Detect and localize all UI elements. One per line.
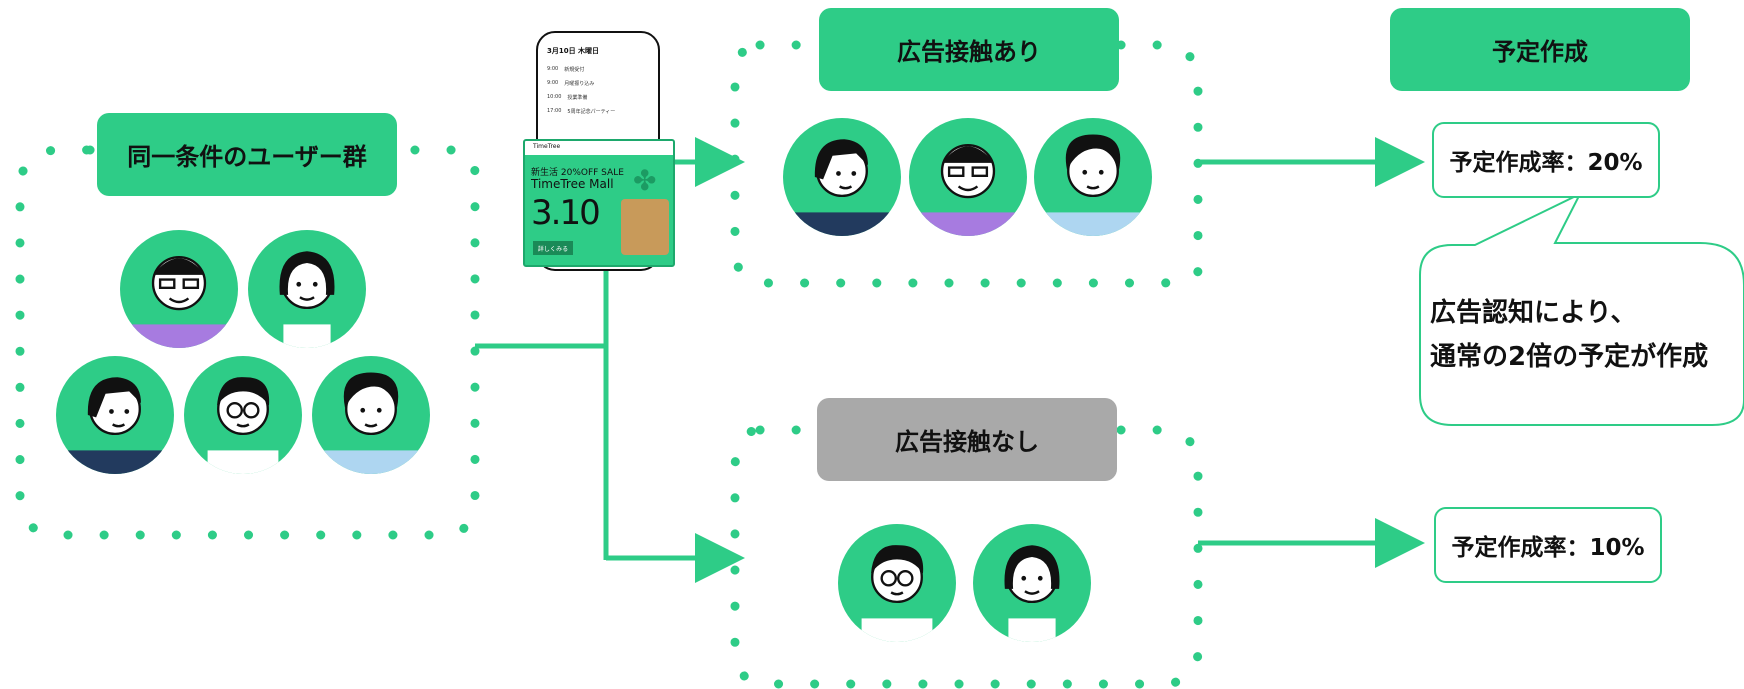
avatar (1034, 118, 1152, 236)
avatar (783, 118, 901, 236)
group-title-ad-exposed: 広告接触あり (819, 8, 1119, 91)
avatar (973, 524, 1091, 642)
avatar (312, 356, 430, 474)
ad-headline: 新生活 20%OFF SALE (531, 168, 624, 178)
avatar (248, 230, 366, 348)
group-title-not-exposed: 広告接触なし (817, 398, 1117, 481)
callout-line-1: 広告認知により、 (1430, 298, 1637, 328)
avatar (838, 524, 956, 642)
avatar (184, 356, 302, 474)
ad-date: 3.10 (531, 193, 601, 233)
callout-line-2: 通常の2倍の予定が作成 (1430, 342, 1709, 372)
callout-bubble (1419, 191, 1744, 426)
avatar (909, 118, 1027, 236)
group-boundary-not-exposed (730, 425, 1203, 689)
rate-ad-exposed: 予定作成率：20% (1432, 122, 1660, 198)
ad-cta-button[interactable]: 詳しくみる (533, 241, 573, 255)
ad-product-image (621, 199, 669, 255)
group-boundary-same-condition (15, 145, 480, 540)
ad-card[interactable]: TimeTree 新生活 20%OFF SALE TimeTree Mall 3… (523, 139, 675, 267)
phone-date: 3月10日 木曜日 (547, 47, 600, 55)
rate-not-exposed: 予定作成率：10% (1434, 507, 1662, 583)
ad-brand: TimeTree (533, 143, 561, 150)
outcome-header: 予定作成 (1390, 8, 1690, 91)
ad-title: TimeTree Mall (531, 177, 614, 191)
group-boundary-ad-exposed (730, 40, 1203, 288)
avatar (56, 356, 174, 474)
avatar (120, 230, 238, 348)
group-title-same-condition: 同一条件のユーザー群 (97, 113, 397, 196)
leaf-icon: ✤ (633, 164, 657, 197)
